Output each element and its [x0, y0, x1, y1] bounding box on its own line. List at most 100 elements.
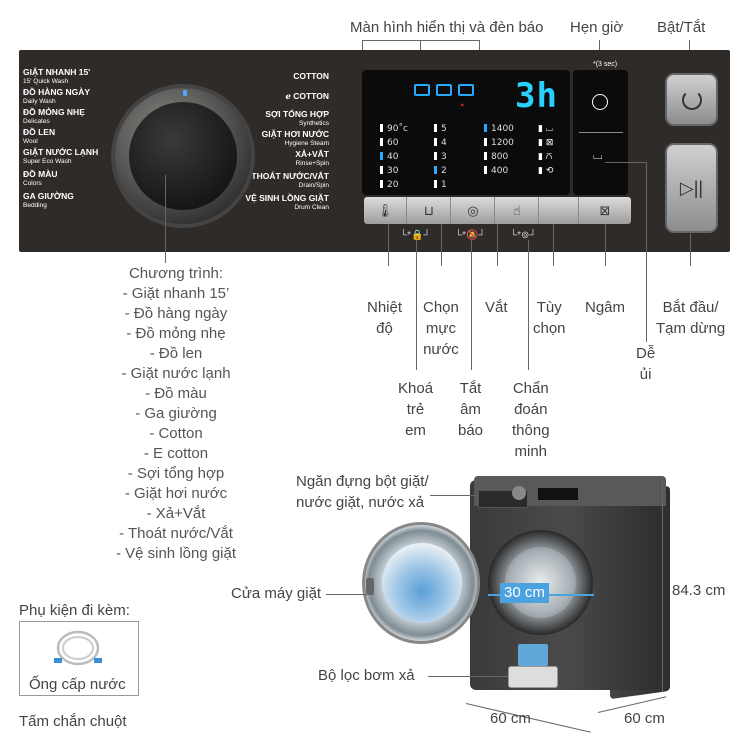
dial-marker — [183, 90, 187, 96]
mute-hint: └*🔕┘ — [455, 230, 486, 241]
washer-display — [538, 488, 578, 500]
leader-spin — [497, 224, 498, 266]
display-level: 40 — [380, 150, 408, 164]
power-button[interactable] — [665, 73, 718, 126]
prewash-icon — [414, 84, 430, 96]
program-list-item: - Đồ hàng ngày — [124, 305, 228, 322]
accessories-title: Phụ kiện đi kèm: — [19, 602, 130, 619]
leader-option — [553, 224, 554, 266]
timer-icon[interactable] — [592, 94, 608, 110]
callout-door: Cửa máy giặt — [231, 585, 322, 602]
callout-start: Bắt đầu/Tạm dừng — [656, 299, 726, 337]
leader-display-v2 — [479, 40, 480, 50]
start-pause-button[interactable]: ▷|| — [665, 143, 718, 233]
play-pause-icon: ▷|| — [679, 177, 704, 198]
leader-temp — [388, 224, 389, 266]
water-level-button[interactable]: ⊔ — [408, 197, 451, 224]
accessory-box: Ống cấp nước — [19, 621, 139, 696]
callout-spin: Vắt — [485, 299, 508, 316]
program-list-item: - Đồ len — [149, 345, 203, 362]
dial-program-label: COTTON — [293, 71, 329, 81]
height-dimension: 84.3 cm — [672, 582, 726, 599]
mouse-guard-label: Tấm chắn chuột — [19, 713, 127, 730]
program-list-item: - Giặt nhanh 15’ — [122, 285, 230, 302]
depth-dimension: 60 cm — [624, 710, 665, 727]
program-list-item: - Ga giường — [135, 405, 217, 422]
display-level: 400 — [484, 164, 514, 178]
drum-inner — [505, 547, 576, 618]
display-level: 90˚c — [380, 122, 408, 136]
program-list-item: - Cotton — [149, 425, 203, 442]
dial-program-label: ℯ COTTON — [285, 91, 329, 101]
display-level: 5 — [434, 122, 447, 136]
washer-dial — [512, 486, 526, 500]
child-lock-hint: └*🔒┘ — [400, 230, 431, 241]
blank-button — [540, 197, 579, 224]
power-icon — [681, 89, 702, 110]
program-list-title: Chương trình: — [128, 265, 224, 282]
callout-timer: Hẹn giờ — [570, 19, 624, 36]
function-button-row: 🌡 ⊔ ◎ ☝ ⊠ — [364, 197, 631, 224]
program-list-item: - Xả+Vắt — [146, 505, 206, 522]
display-level: 800 — [484, 150, 514, 164]
display-level: 1 — [434, 178, 447, 192]
callout-soak: Ngâm — [585, 299, 626, 316]
leader-dial — [165, 175, 166, 263]
display-level: 4 — [434, 136, 447, 150]
rinse-icon — [458, 84, 474, 96]
door-handle — [366, 578, 374, 594]
leader-mute — [471, 240, 472, 370]
timer-divider — [579, 132, 623, 133]
option-button[interactable]: ☝ — [496, 197, 539, 224]
pump-filter — [508, 666, 558, 688]
leader-childlock — [416, 240, 417, 370]
program-list-item: - Đồ màu — [145, 385, 207, 402]
easy-iron-icon: ⌴ — [593, 148, 603, 162]
leader-start — [690, 233, 691, 266]
display-level: 1400 — [484, 122, 514, 136]
timer-panel: *(3 sec) ⌴ — [573, 61, 628, 195]
program-list-item: - Giặt nước lạnh — [121, 365, 231, 382]
leader-smartcheck — [528, 240, 529, 370]
hose-label: Ống cấp nước — [29, 676, 126, 693]
wash-icon — [436, 84, 452, 96]
display-level: 3 — [434, 150, 447, 164]
option-icons: ▮ ⌴▮ ⊠▮ ⩃▮ ⟲ — [538, 124, 554, 176]
height-dim-line — [662, 480, 663, 692]
temp-button[interactable]: 🌡 — [364, 197, 407, 224]
display-level: 2 — [434, 164, 447, 178]
width-dimension: 60 cm — [490, 710, 531, 727]
door-window — [382, 543, 462, 623]
spin-button[interactable]: ◎ — [452, 197, 495, 224]
callout-detergent: Ngăn đựng bột giặt/nước giặt, nước xả — [296, 473, 429, 511]
soak-button[interactable]: ⊠ — [599, 202, 611, 218]
display-level: 60 — [380, 136, 408, 150]
program-list-item: - E cotton — [143, 445, 209, 462]
leader-door — [326, 594, 374, 595]
leader-detergent — [430, 495, 478, 496]
callout-power: Bật/Tắt — [657, 19, 706, 36]
display-level: 30 — [380, 164, 408, 178]
leader-display — [362, 40, 480, 41]
leader-soak — [605, 224, 606, 266]
program-dial-center — [129, 102, 237, 210]
